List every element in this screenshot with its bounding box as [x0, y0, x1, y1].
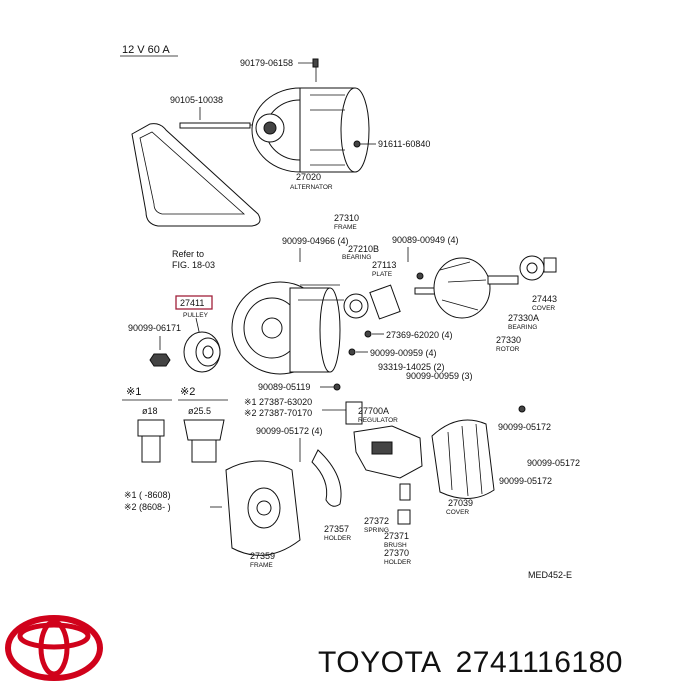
spacer-small [137, 419, 165, 463]
brand-caption: TOYOTA 2741116180 [318, 646, 637, 680]
spacer-large [183, 419, 225, 463]
label-91611: 91611-60840 [378, 139, 430, 149]
label-27372-sub: SPRING [364, 527, 389, 534]
dim-2: ø25.5 [188, 406, 211, 416]
brand-name: TOYOTA [318, 646, 442, 679]
label-90099-05172-4: 90099-05172 (4) [256, 426, 323, 436]
toyota-logo [5, 615, 103, 681]
terminal-insulator [345, 401, 363, 425]
drawing-code: MED452-E [528, 570, 572, 580]
rotor-assembly [414, 257, 519, 319]
alternator-assembly [251, 87, 370, 173]
brush-part [397, 509, 411, 525]
label-90179: 90179-06158 [240, 58, 293, 68]
drive-end-frame [231, 281, 341, 375]
label-27330a: 27330A [508, 313, 539, 323]
label-90099-05172-f: 90099-05172 [498, 422, 551, 432]
pulley-nut [149, 353, 171, 367]
serial-note-1: ※1 ( -8608) [124, 490, 171, 500]
rear-cover-part [431, 419, 495, 499]
bolt-part [179, 122, 251, 129]
label-27369: 27369-62020 (4) [386, 330, 453, 340]
regulator-part [353, 425, 423, 479]
label-27700a: 27700A [358, 406, 389, 416]
plate-part [369, 284, 401, 320]
cover-cap-part [543, 257, 557, 273]
voltage-spec: 12 V 60 A [122, 44, 170, 56]
refer-text-2: FIG. 18-03 [172, 260, 215, 270]
label-90099-04966: 90099-04966 (4) [282, 236, 349, 246]
label-27371: 27371 [384, 531, 409, 541]
label-27113: 27113 [372, 260, 396, 270]
label-27330a-sub: BEARING [508, 324, 537, 331]
note-1: ※1 [126, 386, 141, 398]
label-90089-05119: 90089-05119 [258, 382, 310, 392]
label-27020-sub: ALTERNATOR [290, 184, 333, 191]
label-27387-a: ※1 27387-63020 [244, 397, 312, 407]
nut-part [312, 58, 319, 68]
label-27411: 27411 [180, 298, 204, 308]
label-27372: 27372 [364, 516, 389, 526]
label-90089-00949: 90089-00949 (4) [392, 235, 459, 245]
label-27210b: 27210B [348, 244, 379, 254]
spring-part [399, 483, 411, 501]
label-27359: 27359 [250, 551, 275, 561]
label-27370: 27370 [384, 548, 409, 558]
label-27411-sub: PULLEY [183, 312, 209, 319]
label-93319: 93319-14025 (2) [378, 362, 445, 372]
dim-1: ø18 [142, 406, 158, 416]
terminal-nut [353, 140, 361, 148]
label-27039-sub: COVER [446, 509, 469, 516]
label-27443-sub: COVER [532, 305, 555, 312]
label-90099-05172-h: 90099-05172 [499, 476, 552, 486]
label-27371-sub: BRUSH [384, 542, 407, 549]
rectifier-holder-part [311, 449, 342, 507]
label-27357: 27357 [324, 524, 349, 534]
label-90099-06171: 90099-06171 [128, 323, 181, 333]
label-27310: 27310 [334, 213, 359, 223]
pulley-part [183, 331, 221, 373]
label-27330: 27330 [496, 335, 521, 345]
label-27387-b: ※2 27387-70170 [244, 408, 312, 418]
pulley-highlight-box [175, 295, 213, 310]
note-2: ※2 [180, 386, 195, 398]
serial-note-2: ※2 (8608- ) [124, 502, 171, 512]
label-27357-sub: HOLDER [324, 535, 351, 542]
label-90099-05172-g: 90099-05172 [527, 458, 580, 468]
label-27370-sub: HOLDER [384, 559, 411, 566]
rectifier-end-frame [225, 460, 301, 556]
part-number: 2741116180 [455, 646, 623, 679]
label-27359-sub: FRAME [250, 562, 273, 569]
label-27039: 27039 [448, 498, 473, 508]
label-27443: 27443 [532, 294, 557, 304]
label-27210b-sub: BEARING [342, 254, 371, 261]
label-27113-sub: PLATE [372, 271, 393, 278]
label-90105: 90105-10038 [170, 95, 223, 105]
label-27310-sub: FRAME [334, 224, 357, 231]
v-belt-part [131, 123, 261, 227]
refer-text-1: Refer to [172, 249, 204, 259]
label-27020: 27020 [296, 172, 321, 182]
label-90099-00959-b: 90099-00959 (3) [406, 371, 473, 381]
label-90099-00959-a: 90099-00959 (4) [370, 348, 437, 358]
label-27330-sub: ROTOR [496, 346, 520, 353]
label-27700a-sub: REGULATOR [358, 417, 398, 424]
